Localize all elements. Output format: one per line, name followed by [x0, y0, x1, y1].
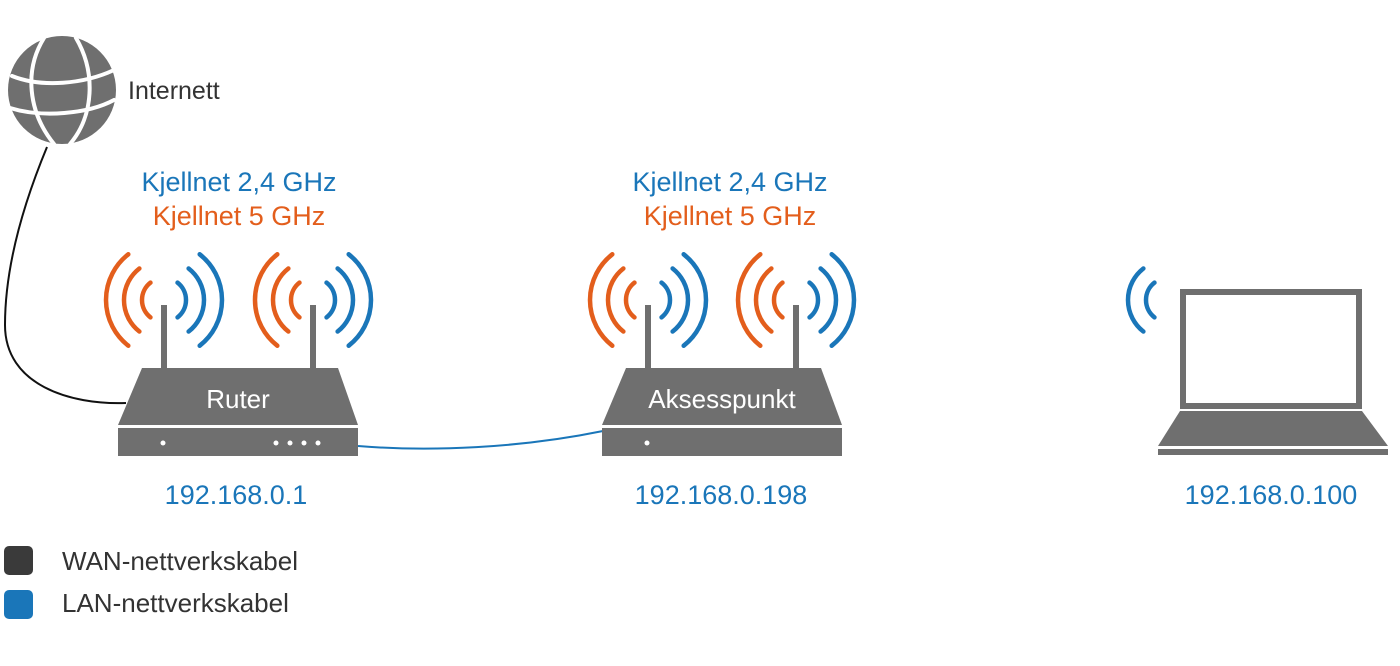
legend: WAN-nettverkskabel LAN-nettverkskabel — [4, 546, 298, 619]
legend-lan-label: LAN-nettverkskabel — [62, 588, 289, 618]
router-led — [160, 440, 166, 446]
router-antenna-right — [310, 305, 316, 375]
access-point-device: Aksesspunkt — [587, 252, 857, 456]
ap-label: Aksesspunkt — [648, 384, 796, 414]
laptop-ip: 192.168.0.100 — [1185, 480, 1358, 510]
ap-wifi-signal-icon — [587, 252, 857, 348]
ap-antenna-left — [645, 305, 651, 375]
router-device: Ruter — [103, 252, 374, 456]
ap-led — [644, 440, 650, 446]
legend-wan-label: WAN-nettverkskabel — [62, 546, 298, 576]
ap-ssid-24: Kjellnet 2,4 GHz — [632, 167, 827, 197]
legend-lan-swatch — [4, 590, 33, 619]
ap-ssid-5: Kjellnet 5 GHz — [644, 201, 817, 231]
globe-icon — [8, 36, 116, 146]
laptop-icon — [1125, 266, 1388, 455]
router-wifi-signal-icon — [103, 252, 374, 348]
router-ssid-24: Kjellnet 2,4 GHz — [141, 167, 336, 197]
ap-antenna-right — [793, 305, 799, 375]
wan-cable — [3, 146, 127, 405]
router-label: Ruter — [206, 384, 270, 414]
internet-label: Internett — [128, 77, 220, 105]
legend-wan-swatch — [4, 546, 33, 575]
router-ip: 192.168.0.1 — [165, 480, 308, 510]
ap-ip: 192.168.0.198 — [635, 480, 808, 510]
router-ssid-5: Kjellnet 5 GHz — [153, 201, 326, 231]
lan-cable — [357, 430, 604, 450]
router-antenna-left — [161, 305, 167, 375]
laptop-wifi-signal-icon — [1125, 266, 1157, 334]
